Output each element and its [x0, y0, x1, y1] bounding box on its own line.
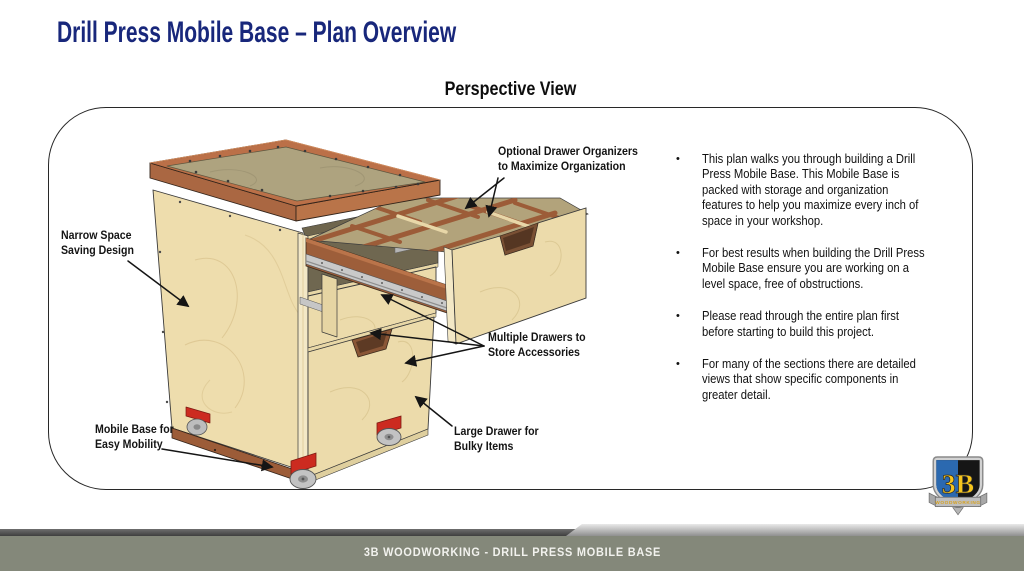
arrow-multiple-1 — [380, 294, 485, 347]
logo-ribbon — [934, 496, 982, 507]
logo-3b-woodworking: 3B WOODWORKING — [928, 456, 988, 516]
side-panel-screws — [158, 200, 282, 404]
callout-mobile-base: Mobile Base for Easy Mobility — [95, 424, 174, 451]
notes-list: • This plan walks you through building a… — [676, 152, 962, 420]
bullet: • — [676, 358, 680, 371]
note-text: For many of the sections there are detai… — [702, 357, 916, 402]
tabletop — [149, 139, 441, 222]
logo-shield-tip — [952, 507, 964, 516]
note-text: Please read through the entire plan firs… — [702, 309, 900, 339]
open-drawer-front — [443, 207, 587, 345]
arrow-mobile-base — [161, 448, 274, 472]
bullet: • — [676, 310, 680, 323]
footer-bar: 3B WOODWORKING - DRILL PRESS MOBILE BASE — [0, 536, 1024, 571]
logo-monogram: 3B — [942, 469, 974, 500]
footer-accent-strip-left — [0, 529, 578, 536]
bullet: • — [676, 247, 680, 260]
large-drawer-face — [307, 316, 435, 478]
callout-multiple-drawers: Multiple Drawers to Store Accessories — [488, 332, 586, 359]
logo-shield-blue-half — [936, 460, 958, 505]
cabinet-illustration — [127, 139, 589, 489]
page-title: Drill Press Mobile Base – Plan Overview — [57, 16, 457, 49]
caster-front — [289, 452, 317, 489]
arrow-organizers-2 — [464, 177, 505, 210]
logo-wordmark: WOODWORKING — [935, 500, 980, 506]
note-item: • For many of the sections there are det… — [676, 357, 962, 403]
arrow-narrow-design — [127, 260, 190, 308]
note-item: • This plan walks you through building a… — [676, 152, 962, 229]
drawer-slide — [305, 237, 457, 317]
caster-right — [376, 415, 402, 446]
callout-arrows — [127, 177, 505, 472]
arrow-large-drawer — [414, 395, 453, 427]
open-drawer — [305, 197, 589, 345]
note-item: • Please read through the entire plan fi… — [676, 309, 962, 340]
callout-drawer-organizers: Optional Drawer Organizers to Maximize O… — [498, 146, 638, 173]
side-panel — [152, 189, 304, 472]
note-item: • For best results when building the Dri… — [676, 246, 962, 292]
footer-label: 3B WOODWORKING - DRILL PRESS MOBILE BASE — [363, 547, 661, 559]
arrow-multiple-3 — [404, 345, 485, 367]
callout-large-drawer: Large Drawer for Bulky Items — [454, 426, 539, 453]
tabletop-screws — [188, 145, 420, 198]
footer-accent-strip-right — [566, 524, 1024, 536]
caster-left — [185, 406, 211, 436]
note-text: This plan walks you through building a D… — [702, 152, 919, 228]
view-heading-text: Perspective View — [444, 79, 576, 100]
bullet: • — [676, 153, 680, 165]
note-text: For best results when building the Drill… — [702, 246, 925, 291]
arrow-multiple-2 — [369, 328, 485, 347]
callout-narrow-design: Narrow Space Saving Design — [61, 230, 134, 257]
view-heading: Perspective View — [360, 79, 660, 101]
